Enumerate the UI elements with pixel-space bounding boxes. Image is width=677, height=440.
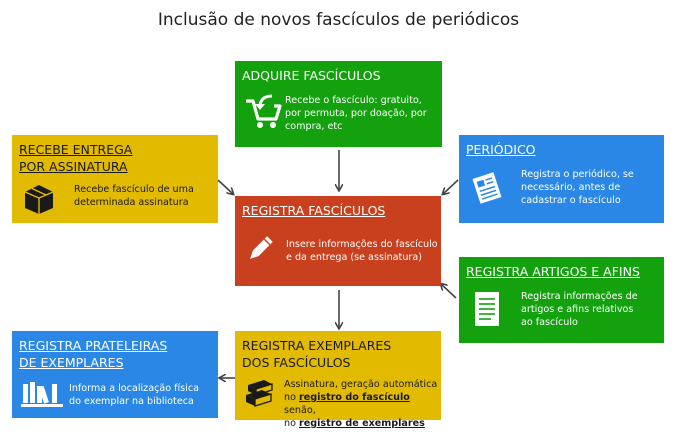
arrow-recebe-to-registra	[217, 179, 233, 194]
box-description: Assinatura, geração automática no regist…	[284, 379, 438, 429]
books-stack-icon	[244, 377, 276, 413]
box-registra-artigos: REGISTRA ARTIGOS E AFINS Registra inform…	[459, 257, 664, 343]
link-registro-exemplares[interactable]: registro de exemplares	[299, 418, 425, 429]
box-registra-fasciculos: REGISTRA FASCÍCULOS Insere informações d…	[235, 196, 441, 286]
box-description: Recebe fascículo de uma determinada assi…	[74, 184, 194, 208]
box-title[interactable]: RECEBE ENTREGA POR ASSINATURA	[19, 142, 133, 174]
box-periodico: PERIÓDICO Registra o periódico, se neces…	[459, 135, 664, 223]
box-recebe-entrega: RECEBE ENTREGA POR ASSINATURA Recebe fas…	[12, 135, 218, 223]
link-registro-fasciculo[interactable]: registro do fascículo	[299, 392, 410, 403]
box-description: Registra informações de artigos e afins …	[521, 291, 638, 328]
box-title[interactable]: PERIÓDICO	[466, 142, 536, 157]
box-registra-exemplares: REGISTRA EXEMPLARES DOS FASCÍCULOS Assin…	[235, 331, 441, 429]
box-description: Insere informações do fascículo e da ent…	[286, 239, 438, 263]
arrow-artigos-to-registra	[441, 284, 457, 299]
diagram-title: Inclusão de novos fascículos de periódic…	[157, 10, 520, 30]
box-description: Informa a localização física do exemplar…	[69, 383, 200, 407]
box-title[interactable]: REGISTRA FASCÍCULOS	[242, 203, 386, 218]
package-icon	[22, 183, 56, 219]
box-registra-prateleiras: REGISTRA PRATELEIRAS DE EXEMPLARES Infor…	[12, 331, 218, 418]
books-shelf-icon	[21, 381, 63, 411]
cart-return-icon	[243, 93, 283, 135]
box-title: REGISTRA EXEMPLARES DOS FASCÍCULOS	[242, 338, 392, 370]
arrow-periodico-to-registra	[443, 179, 459, 194]
newspaper-icon	[469, 171, 505, 209]
box-adquire-fasciculos: ADQUIRE FASCÍCULOS Recebe o fascículo: g…	[235, 61, 442, 147]
box-title: ADQUIRE FASCÍCULOS	[242, 68, 381, 83]
box-title[interactable]: REGISTRA PRATELEIRAS DE EXEMPLARES	[19, 338, 168, 370]
box-description: Recebe o fascículo: gratuito, por permut…	[285, 95, 427, 132]
box-title[interactable]: REGISTRA ARTIGOS E AFINS	[466, 264, 640, 279]
pencil-icon	[245, 234, 275, 268]
box-description: Registra o periódico, se necessário, ant…	[521, 169, 634, 206]
document-icon	[473, 291, 501, 331]
